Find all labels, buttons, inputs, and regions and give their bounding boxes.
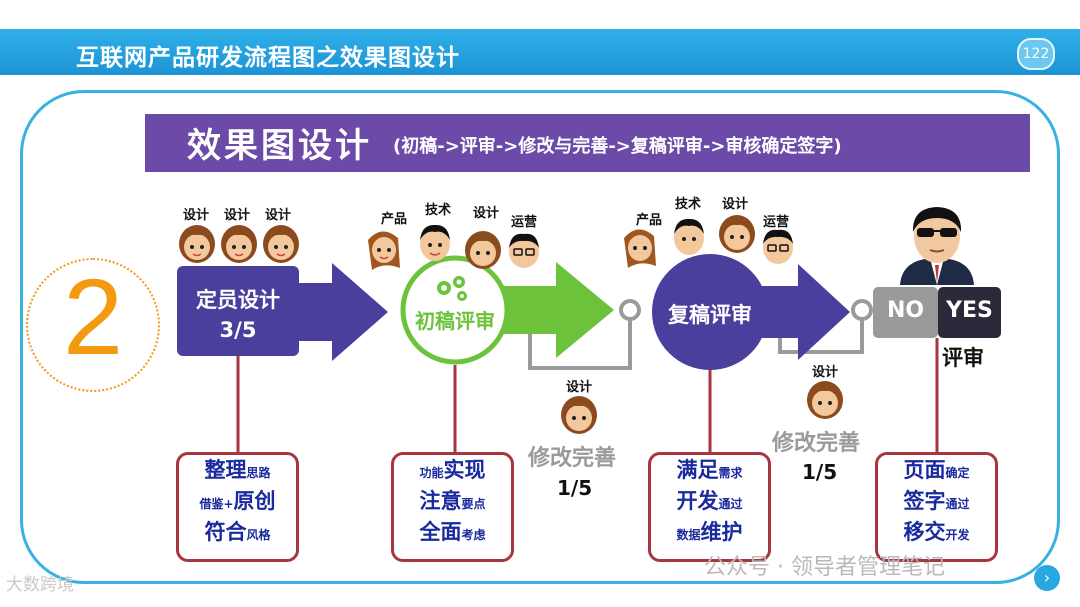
stage2-circle bbox=[400, 255, 510, 365]
card-text: 风格 bbox=[246, 528, 271, 542]
loop2-label: 修改完善 bbox=[772, 431, 861, 456]
card-text: 功能 bbox=[419, 466, 444, 480]
card-text: 数据 bbox=[676, 528, 701, 542]
header-bar bbox=[0, 29, 1080, 75]
card-text: 整理 bbox=[204, 458, 247, 482]
title-banner bbox=[145, 114, 1030, 172]
card-stage1: 整理思路 借鉴+原创 符合风格 bbox=[176, 452, 299, 562]
page-number: 122 bbox=[1017, 38, 1055, 70]
card-text: 原创 bbox=[233, 489, 276, 513]
card-text: 考虑 bbox=[461, 528, 486, 542]
next-slide-button[interactable]: › bbox=[1034, 565, 1060, 591]
stage2-person-label: 产品 bbox=[381, 212, 408, 227]
stage3-person-label: 技术 bbox=[675, 197, 702, 212]
stage1-person-label: 设计 bbox=[183, 208, 210, 223]
loop2-ratio: 1/5 bbox=[802, 460, 838, 484]
stage3-person-label: 产品 bbox=[636, 213, 663, 228]
watermark-left: 大数跨境 bbox=[6, 575, 74, 595]
stage3-title: 复稿评审 bbox=[668, 303, 752, 327]
card-text: 符合 bbox=[204, 520, 247, 544]
loop1-line bbox=[528, 318, 632, 370]
stage1-ratio: 3/5 bbox=[219, 318, 257, 342]
card-text: 开发 bbox=[945, 528, 970, 542]
card-text: 思路 bbox=[246, 466, 271, 480]
loop1-ratio: 1/5 bbox=[557, 476, 593, 500]
stage3-person-label: 运营 bbox=[763, 215, 790, 230]
card-stage2: 功能实现 注意要点 全面考虑 bbox=[391, 452, 514, 562]
card-text: 确定 bbox=[945, 466, 970, 480]
review-avatar-group-2 bbox=[624, 215, 793, 268]
step-number-circle bbox=[26, 258, 160, 392]
stage1-person-label: 设计 bbox=[265, 208, 292, 223]
card-text: 通过 bbox=[718, 497, 743, 511]
card-stage3: 满足需求 开发通过 数据维护 bbox=[648, 452, 771, 562]
no-box bbox=[873, 287, 938, 338]
loop2-node bbox=[851, 299, 873, 321]
stage2-title: 初稿评审 bbox=[415, 309, 495, 333]
stage3-circle bbox=[652, 254, 768, 370]
card-text: 实现 bbox=[443, 458, 486, 482]
no-label: NO bbox=[886, 298, 925, 323]
card-text: 页面 bbox=[903, 458, 946, 482]
page-title: 互联网产品研发流程图之效果图设计 bbox=[76, 45, 460, 71]
card-text: 借鉴+ bbox=[199, 497, 234, 511]
card-text: 需求 bbox=[718, 466, 743, 480]
arrow-3 bbox=[740, 264, 850, 360]
stage2-person-label: 设计 bbox=[473, 206, 500, 221]
loop1-label: 修改完善 bbox=[528, 446, 617, 471]
step-number: 2 bbox=[62, 256, 124, 377]
card-text: 通过 bbox=[945, 497, 970, 511]
card-text: 开发 bbox=[676, 489, 719, 513]
yes-label: YES bbox=[946, 298, 993, 323]
stage1-person-label: 设计 bbox=[224, 208, 251, 223]
content-frame bbox=[20, 90, 1060, 584]
card-text: 注意 bbox=[419, 489, 462, 513]
loop2-designer-avatar bbox=[807, 381, 843, 419]
stage1-title: 定员设计 bbox=[196, 288, 280, 312]
banner-title: 效果图设计 bbox=[187, 126, 372, 166]
reviewer-avatar bbox=[900, 207, 974, 285]
card-text: 满足 bbox=[676, 458, 719, 482]
gears-icon bbox=[437, 276, 467, 301]
banner-subtitle: (初稿->评审->修改与完善->复稿评审->审核确定签字) bbox=[393, 136, 842, 157]
stage1-box bbox=[177, 266, 299, 356]
loop1-designer-avatar bbox=[561, 396, 597, 434]
loop2-person-label: 设计 bbox=[812, 365, 839, 380]
card-text: 移交 bbox=[903, 520, 946, 544]
loop1-person-label: 设计 bbox=[566, 380, 593, 395]
stage3-person-label: 设计 bbox=[722, 197, 749, 212]
stage2-person-label: 运营 bbox=[511, 215, 538, 230]
card-stage4: 页面确定 签字通过 移交开发 bbox=[875, 452, 998, 562]
watermark-right: 公众号 · 领导者管理笔记 bbox=[704, 555, 945, 580]
designer-avatar-group-1 bbox=[179, 225, 299, 263]
card-text: 维护 bbox=[700, 520, 743, 544]
stage2-person-label: 技术 bbox=[425, 203, 452, 218]
review-avatar-group-1 bbox=[368, 224, 539, 270]
arrow-1 bbox=[290, 263, 388, 361]
arrow-2 bbox=[480, 262, 614, 358]
review-label: 评审 bbox=[942, 346, 984, 370]
loop1-node bbox=[619, 299, 641, 321]
card-text: 要点 bbox=[461, 497, 486, 511]
card-text: 全面 bbox=[419, 520, 462, 544]
card-text: 签字 bbox=[903, 489, 946, 513]
yes-box bbox=[938, 287, 1001, 338]
